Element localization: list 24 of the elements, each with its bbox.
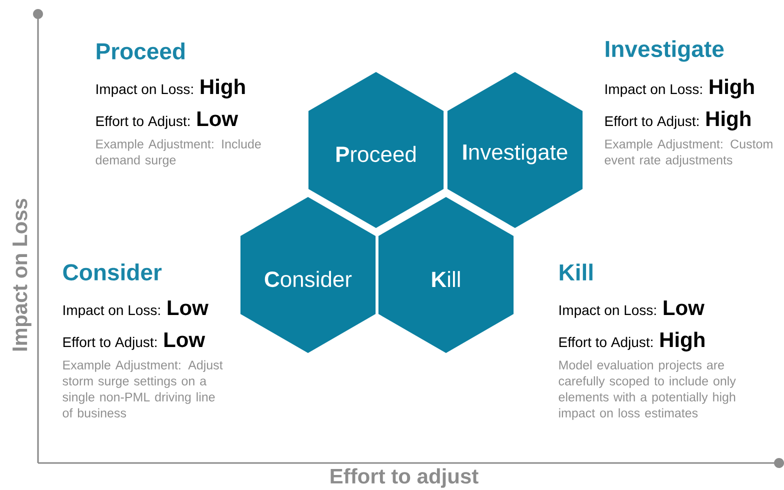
rating-line: Effort to Adjust: High	[559, 332, 704, 352]
example-note: Example Adjustment: Custom event rate adjustments	[604, 139, 772, 167]
hexagon: Kill	[378, 197, 514, 353]
quadrant-heading: Proceed	[96, 42, 184, 60]
rating-line: Effort to Adjust: Low	[63, 332, 206, 350]
rating-line: Impact on Loss: High	[96, 78, 245, 98]
rating-line: Impact on Loss: Low	[64, 300, 208, 318]
quadrant-heading: Kill	[560, 264, 592, 280]
hexagon: Investigate	[447, 72, 583, 228]
rating-line: Impact on Loss: High	[606, 78, 754, 98]
axis-label: Effort to adjust	[330, 468, 478, 488]
rating-line: Effort to Adjust: Low	[96, 112, 238, 129]
hexagon: Consider	[240, 197, 376, 353]
example-note: Example Adjustment: Include demand surge	[96, 139, 261, 167]
quadrant-heading: Consider	[63, 264, 162, 280]
rating-line: Effort to Adjust: High	[605, 110, 750, 130]
example-note: Model evaluation projects are carefully scoped to include only elements with a potentially high impact on loss estimates	[558, 360, 736, 420]
hexagon: Proceed	[308, 72, 444, 228]
rating-line: Impact on Loss: Low	[560, 300, 704, 318]
quadrant-heading: Investigate	[606, 40, 724, 62]
axis-label: Impact on Loss	[12, 198, 32, 351]
node-label: Proceed	[336, 146, 416, 162]
example-note: Example Adjustment: Adjust storm surge settings on a single non-PML driving line of business	[62, 360, 223, 418]
node-label: Kill	[432, 271, 460, 287]
